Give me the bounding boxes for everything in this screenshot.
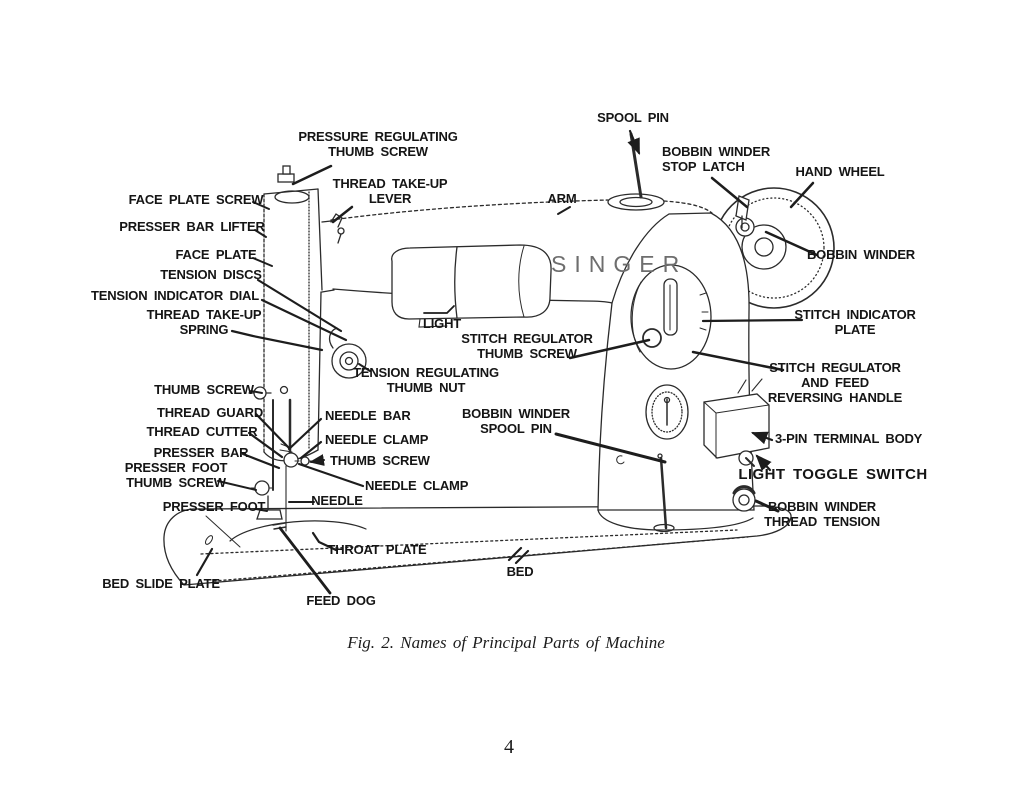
label-tension-regulating-thumb-nut: TENSION REGULATING THUMB NUT <box>353 365 499 395</box>
label-presser-foot-thumb-screw: PRESSER FOOT THUMB SCREW <box>124 460 228 490</box>
label-face-plate: FACE PLATE <box>175 247 257 262</box>
label-needle: NEEDLE <box>311 493 363 508</box>
label-tension-indicator-dial: TENSION INDICATOR DIAL <box>91 288 259 303</box>
label-presser-bar: PRESSER BAR <box>153 445 249 460</box>
label-needle-clamp: NEEDLE CLAMP <box>325 432 429 447</box>
label-thread-guard: THREAD GUARD <box>156 405 264 420</box>
label-bobbin-winder-spool-pin: BOBBIN WINDER SPOOL PIN <box>461 406 571 436</box>
brand-text: SINGER <box>551 251 688 277</box>
label-pressure-regulating-thumb-screw: PRESSURE REGULATING THUMB SCREW <box>298 129 458 159</box>
label-thread-take-up-spring: THREAD TAKE-UP SPRING <box>146 307 262 337</box>
label-thumb-screw: THUMB SCREW <box>154 382 254 397</box>
label-feed-dog: FEED DOG <box>306 593 376 608</box>
label-presser-bar-lifter: PRESSER BAR LIFTER <box>119 219 265 234</box>
label-needle-clamp-2: NEEDLE CLAMP <box>365 478 469 493</box>
label-presser-foot: PRESSER FOOT <box>162 499 266 514</box>
label-light-toggle-switch: LIGHT TOGGLE SWITCH <box>738 466 928 483</box>
page-number: 4 <box>504 736 514 758</box>
leader-lines <box>195 129 819 595</box>
label-bobbin-winder-thread-tension: BOBBIN WINDER THREAD TENSION <box>764 499 880 529</box>
label-bed-slide-plate: BED SLIDE PLATE <box>102 576 220 591</box>
label-hand-wheel: HAND WHEEL <box>795 164 885 179</box>
machine-line-art <box>163 132 835 586</box>
label-face-plate-screw: FACE PLATE SCREW <box>128 192 264 207</box>
label-tension-discs: TENSION DISCS <box>160 267 262 282</box>
label-needle-bar: NEEDLE BAR <box>325 408 411 423</box>
label-bobbin-winder-stop-latch: BOBBIN WINDER STOP LATCH <box>662 144 771 174</box>
label-arm: ARM <box>547 191 577 206</box>
label-stitch-regulator-thumb-screw: STITCH REGULATOR THUMB SCREW <box>461 331 593 361</box>
label-bed: BED <box>506 564 534 579</box>
label-needle-clamp-thumb-screw: THUMB SCREW <box>330 453 430 468</box>
label-throat-plate: THROAT PLATE <box>327 542 427 557</box>
label-bobbin-winder: BOBBIN WINDER <box>806 247 916 262</box>
label-light: LIGHT <box>423 316 461 331</box>
label-stitch-indicator-plate: STITCH INDICATOR PLATE <box>794 307 916 337</box>
label-spool-pin: SPOOL PIN <box>597 110 669 125</box>
label-thread-cutter: THREAD CUTTER <box>146 424 258 439</box>
label-three-pin-terminal-body: 3-PIN TERMINAL BODY <box>775 431 923 446</box>
label-stitch-regulator-and-feed-reversing-handle: STITCH REGULATOR AND FEED REVERSING HAND… <box>767 360 903 405</box>
figure-caption: Fig. 2. Names of Principal Parts of Mach… <box>347 633 665 652</box>
label-thread-take-up-lever: THREAD TAKE-UP LEVER <box>332 176 448 206</box>
